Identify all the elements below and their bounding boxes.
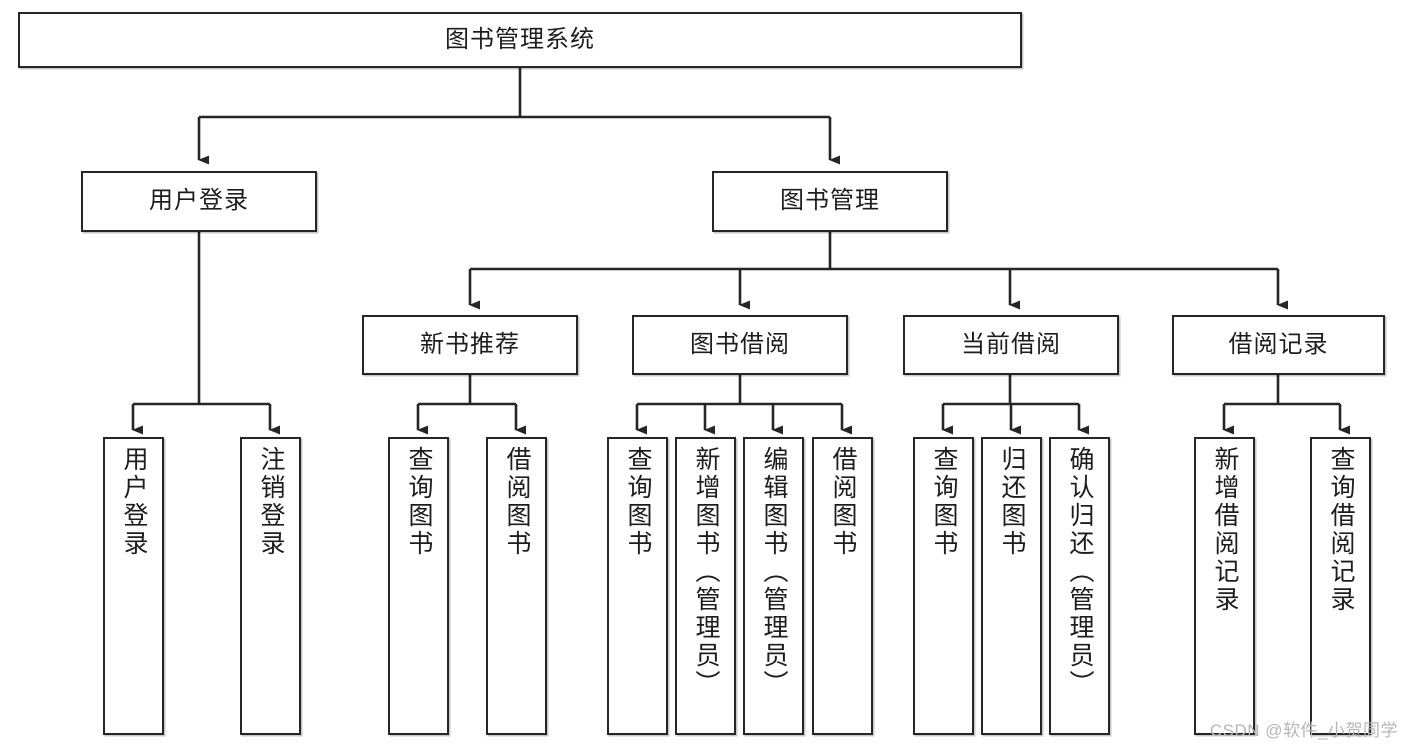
csdn-watermark: CSDN @软件_小贺同学: [1209, 721, 1398, 740]
leaf-logout[interactable]: 注销登录: [240, 437, 301, 735]
node-label: 借阅图书: [503, 446, 531, 558]
node-book-borrow[interactable]: 图书借阅: [632, 315, 848, 375]
node-label: 当前借阅: [961, 330, 1061, 358]
node-label: 借阅记录: [1228, 330, 1329, 358]
leaf-borrow-query-book[interactable]: 查询图书: [607, 437, 668, 735]
node-label: 确认归还（管理员）: [1066, 446, 1094, 698]
leaf-records-query-record[interactable]: 查询借阅记录: [1310, 437, 1371, 735]
node-label: 查询图书: [624, 446, 652, 558]
node-label: 查询图书: [930, 446, 958, 558]
node-label: 用户登录: [120, 446, 148, 558]
node-label: 查询借阅记录: [1327, 446, 1355, 614]
leaf-user-login[interactable]: 用户登录: [103, 437, 164, 735]
node-label: 借阅图书: [829, 446, 857, 558]
node-label: 归还图书: [998, 446, 1026, 558]
leaf-newbook-query-book[interactable]: 查询图书: [388, 437, 449, 735]
leaf-borrow-borrow-book[interactable]: 借阅图书: [812, 437, 873, 735]
leaf-current-return-book[interactable]: 归还图书: [981, 437, 1042, 735]
leaf-current-query-book[interactable]: 查询图书: [913, 437, 974, 735]
leaf-borrow-edit-book[interactable]: 编辑图书（管理员）: [743, 437, 804, 735]
leaf-newbook-borrow-book[interactable]: 借阅图书: [486, 437, 547, 735]
node-label: 图书借阅: [690, 330, 790, 358]
node-label: 新增借阅记录: [1211, 446, 1239, 614]
node-label: 编辑图书（管理员）: [760, 446, 788, 698]
node-label: 查询图书: [405, 446, 433, 558]
node-user-login[interactable]: 用户登录: [81, 171, 317, 232]
node-label: 图书管理系统: [445, 25, 595, 53]
node-label: 用户登录: [149, 187, 249, 215]
node-current-borrow[interactable]: 当前借阅: [903, 315, 1119, 375]
node-borrow-records[interactable]: 借阅记录: [1172, 315, 1385, 375]
leaf-current-confirm-return[interactable]: 确认归还（管理员）: [1049, 437, 1110, 735]
leaf-borrow-add-book[interactable]: 新增图书（管理员）: [675, 437, 736, 735]
node-book-management[interactable]: 图书管理: [712, 171, 948, 232]
node-label: 新增图书（管理员）: [692, 446, 720, 698]
node-label: 图书管理: [780, 187, 880, 215]
node-new-book-recommend[interactable]: 新书推荐: [362, 315, 578, 375]
node-label: 注销登录: [257, 446, 285, 558]
node-label: 新书推荐: [420, 330, 520, 358]
node-root-system[interactable]: 图书管理系统: [18, 12, 1022, 68]
leaf-records-add-record[interactable]: 新增借阅记录: [1194, 437, 1255, 735]
